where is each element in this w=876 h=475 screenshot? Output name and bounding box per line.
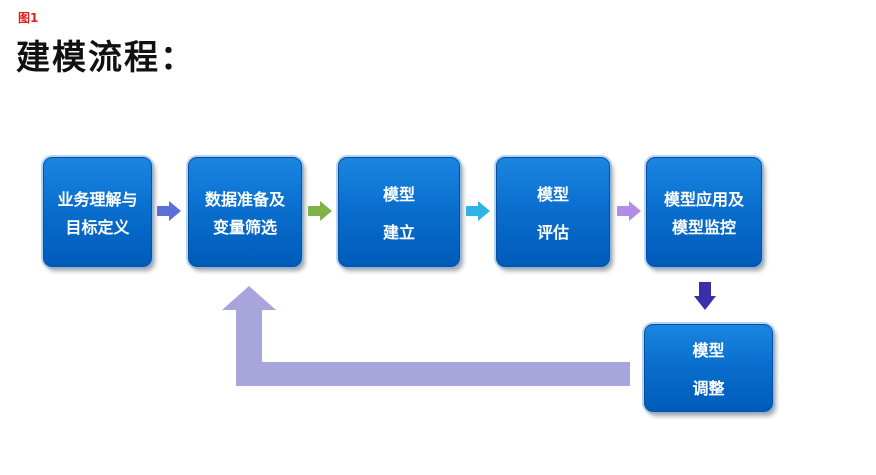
feedback-arrow-shape [222,286,630,386]
step-model-evaluation[interactable]: 模型 评估 [496,157,610,267]
step-line2: 建立 [382,223,415,242]
step-model-building[interactable]: 模型 建立 [338,157,460,267]
down-arrow-icon [694,282,716,310]
step-line1: 模型应用及 [663,190,744,209]
step-business-understanding[interactable]: 业务理解与 目标定义 [43,157,152,267]
step-line2: 模型监控 [671,218,736,237]
page-title: 建模流程： [16,38,196,78]
step-line1: 业务理解与 [57,190,138,209]
step-line1: 模型 [382,185,415,204]
right-arrow-icon [157,201,181,221]
right-arrow-icon [466,201,490,221]
step-model-deployment[interactable]: 模型应用及 模型监控 [646,157,762,267]
step-line2: 评估 [536,223,569,242]
figure-label: 图1 [18,11,39,25]
step-line1: 模型 [692,341,725,360]
step-line2: 目标定义 [65,218,130,237]
step-line2: 调整 [692,379,725,398]
step-data-preparation[interactable]: 数据准备及 变量筛选 [188,157,302,267]
right-arrow-icon [617,201,641,221]
right-arrow-icon [308,201,332,221]
step-line1: 模型 [536,185,569,204]
step-line1: 数据准备及 [204,190,285,209]
step-line2: 变量筛选 [212,218,277,237]
step-model-adjustment[interactable]: 模型 调整 [644,324,773,412]
